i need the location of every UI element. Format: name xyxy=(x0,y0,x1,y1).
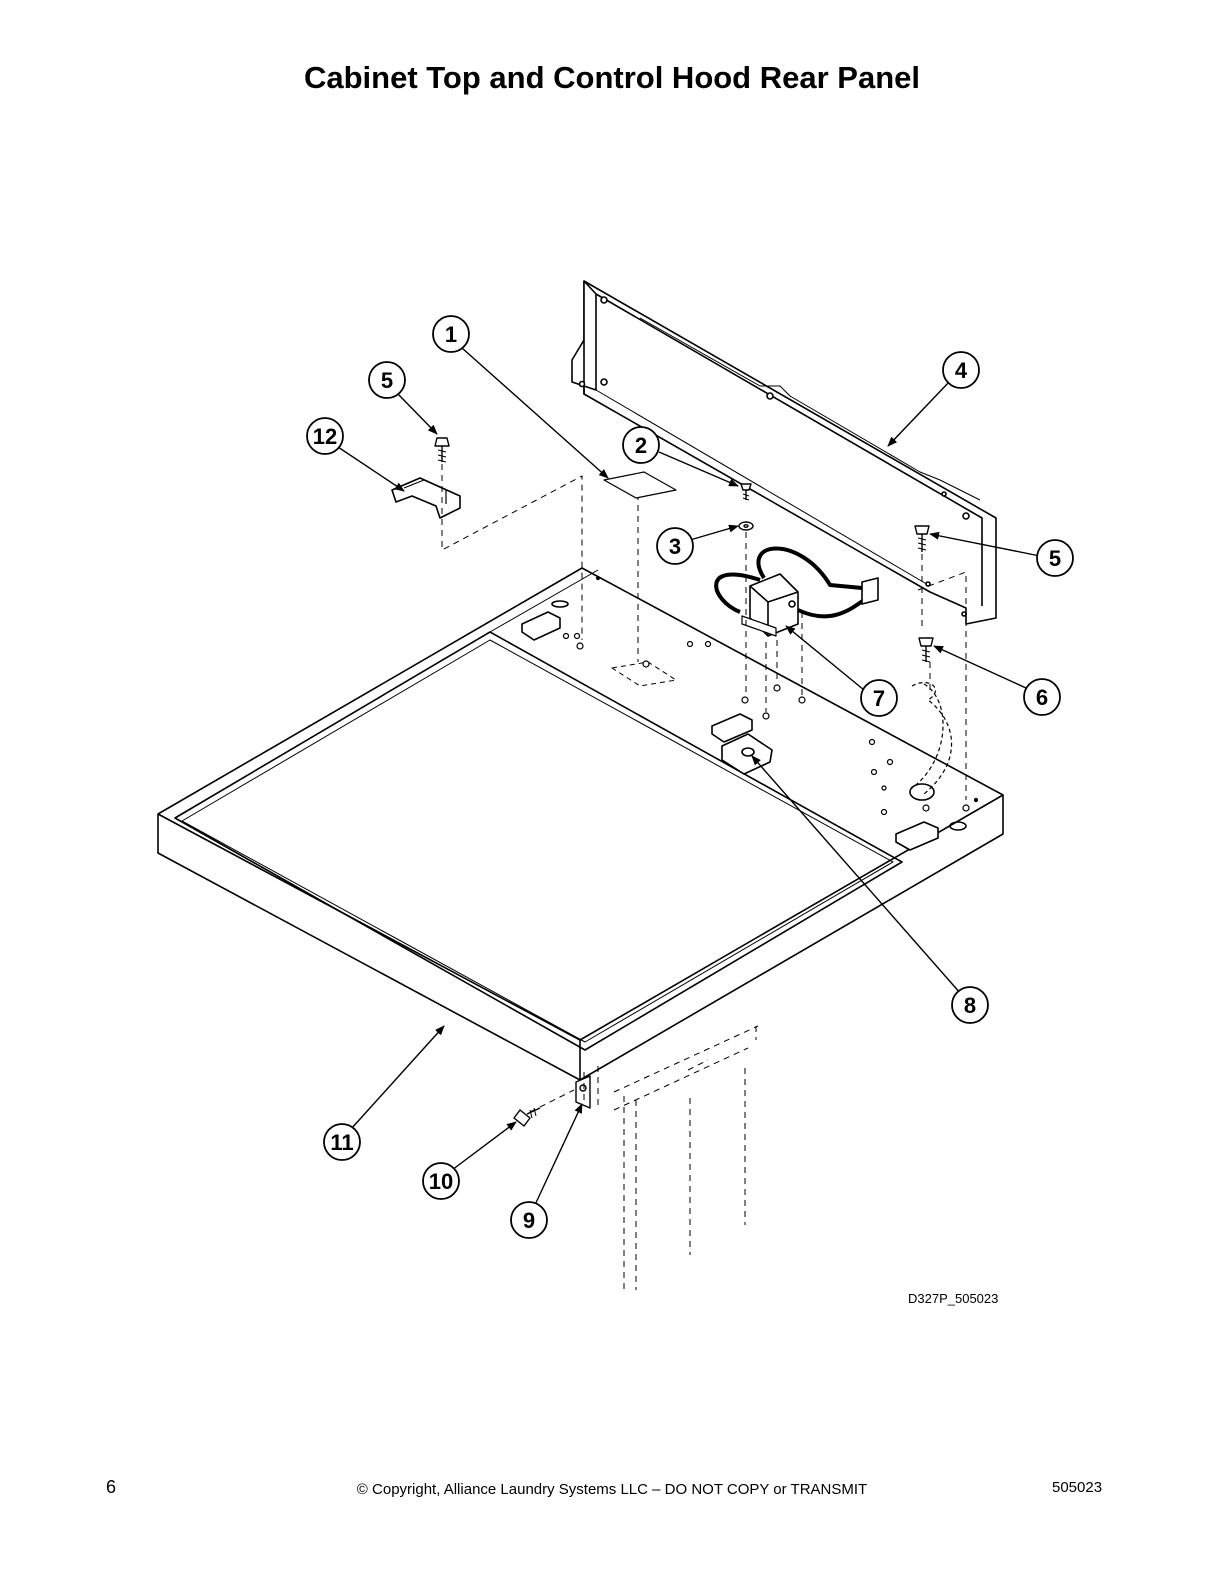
document-number: 505023 xyxy=(1052,1479,1103,1496)
callout-6: 6 xyxy=(1023,678,1061,716)
callout-7: 7 xyxy=(860,679,898,717)
callout-2: 2 xyxy=(622,426,660,464)
callout-1: 1 xyxy=(432,315,470,353)
callouts: 1 2 3 4 5 5 6 7 8 9 10 11 12 xyxy=(306,315,1074,1239)
copyright-notice: © Copyright, Alliance Laundry Systems LL… xyxy=(356,1481,868,1498)
callout-label: 2 xyxy=(635,433,647,458)
callout-label: 1 xyxy=(445,322,457,347)
callout-11: 11 xyxy=(323,1123,361,1161)
callout-4: 4 xyxy=(942,351,980,389)
callout-label: 6 xyxy=(1036,685,1048,710)
harness-outline xyxy=(911,681,953,795)
callout-label: 5 xyxy=(1049,546,1061,571)
callout-label: 3 xyxy=(669,534,681,559)
fasteners xyxy=(434,437,934,1127)
page-title: Cabinet Top and Control Hood Rear Panel xyxy=(303,60,920,95)
label-part xyxy=(603,471,677,499)
callout-label: 9 xyxy=(523,1208,535,1233)
alignment-lines xyxy=(441,464,967,1113)
leader-lines xyxy=(337,347,1041,1208)
bracket xyxy=(391,477,461,519)
callout-label: 11 xyxy=(330,1130,353,1155)
mounting-holes xyxy=(562,575,979,816)
callout-10: 10 xyxy=(422,1162,460,1200)
side-panel-outline xyxy=(597,1025,759,1290)
callout-label: 7 xyxy=(873,686,885,711)
callout-label: 5 xyxy=(381,368,393,393)
callout-label: 4 xyxy=(955,358,968,383)
callout-label: 8 xyxy=(964,993,976,1018)
control-hood-rear-panel xyxy=(571,280,997,625)
transformer-assembly xyxy=(714,546,879,637)
callout-9: 9 xyxy=(510,1201,548,1239)
callout-3: 3 xyxy=(656,527,694,565)
page-number: 6 xyxy=(106,1477,117,1497)
callout-5-right: 5 xyxy=(1036,539,1074,577)
callout-8: 8 xyxy=(951,986,989,1024)
callout-label: 12 xyxy=(313,424,337,449)
callout-label: 10 xyxy=(429,1169,453,1194)
callout-12: 12 xyxy=(306,417,344,455)
callout-5-left: 5 xyxy=(368,361,406,399)
drawing-code: D327P_505023 xyxy=(908,1291,999,1306)
